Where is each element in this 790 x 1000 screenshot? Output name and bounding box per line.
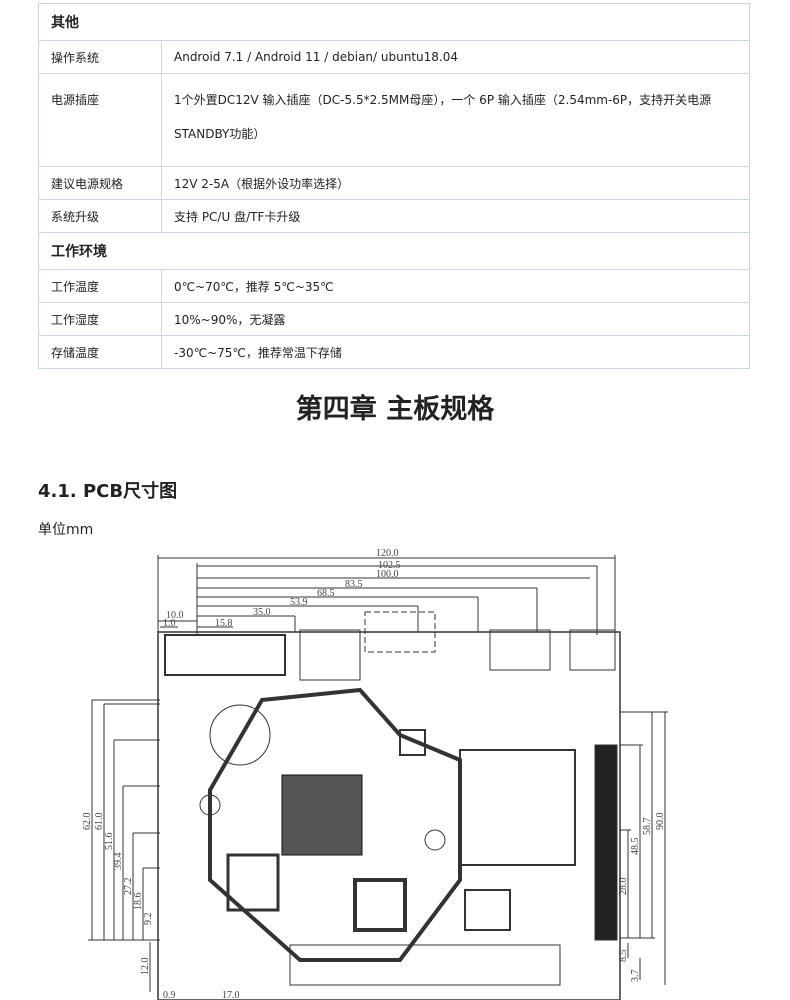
dim-label: 0.9	[163, 990, 176, 1000]
dim-label: 17.0	[222, 990, 240, 1000]
section-title: 4.1. PCB尺寸图	[38, 481, 178, 502]
dim-label: 3.7	[630, 970, 641, 983]
dim-label: 27.2	[123, 878, 134, 896]
dim-label: 100.0	[376, 569, 399, 580]
dim-label: 53.9	[290, 597, 308, 608]
section-header: 工作环境	[38, 232, 750, 270]
chapter-title: 第四章 主板规格	[295, 394, 495, 425]
dim-label: 12.0	[140, 958, 151, 976]
dim-label: 10.0	[166, 610, 184, 621]
dim-label: 15.8	[215, 618, 233, 629]
unit-label: 单位mm	[38, 522, 94, 538]
dim-label: 51.6	[104, 833, 115, 851]
dim-label: 120.0	[376, 548, 399, 559]
dim-label: 39.4	[113, 853, 124, 871]
dim-label: 35.0	[253, 607, 271, 618]
table-row: 存储温度-30℃~75℃，推荐常温下存储	[38, 335, 750, 369]
dim-label: 61.0	[94, 813, 105, 831]
dim-label: 90.0	[655, 813, 666, 831]
dim-label: 18.6	[133, 893, 144, 911]
dim-label: 8.5	[618, 950, 629, 963]
dim-label: 28.0	[618, 878, 629, 896]
section-header: 其他	[38, 3, 750, 41]
table-row: 系统升级支持 PC/U 盘/TF卡升级	[38, 199, 750, 233]
dim-label: 1.0	[163, 618, 176, 629]
dim-label: 58.7	[642, 818, 653, 836]
pcb-dimension-drawing: 120.0 102.5 100.0 83.5 68.5 53.9 35.0 10…	[82, 548, 668, 1000]
dim-label: 68.5	[317, 588, 335, 599]
dim-label: 102.5	[378, 560, 401, 571]
dim-label: 83.5	[345, 579, 363, 590]
dim-label: 9.2	[143, 913, 154, 926]
dim-label: 62.0	[82, 813, 93, 831]
dim-label: 48.5	[630, 838, 641, 856]
